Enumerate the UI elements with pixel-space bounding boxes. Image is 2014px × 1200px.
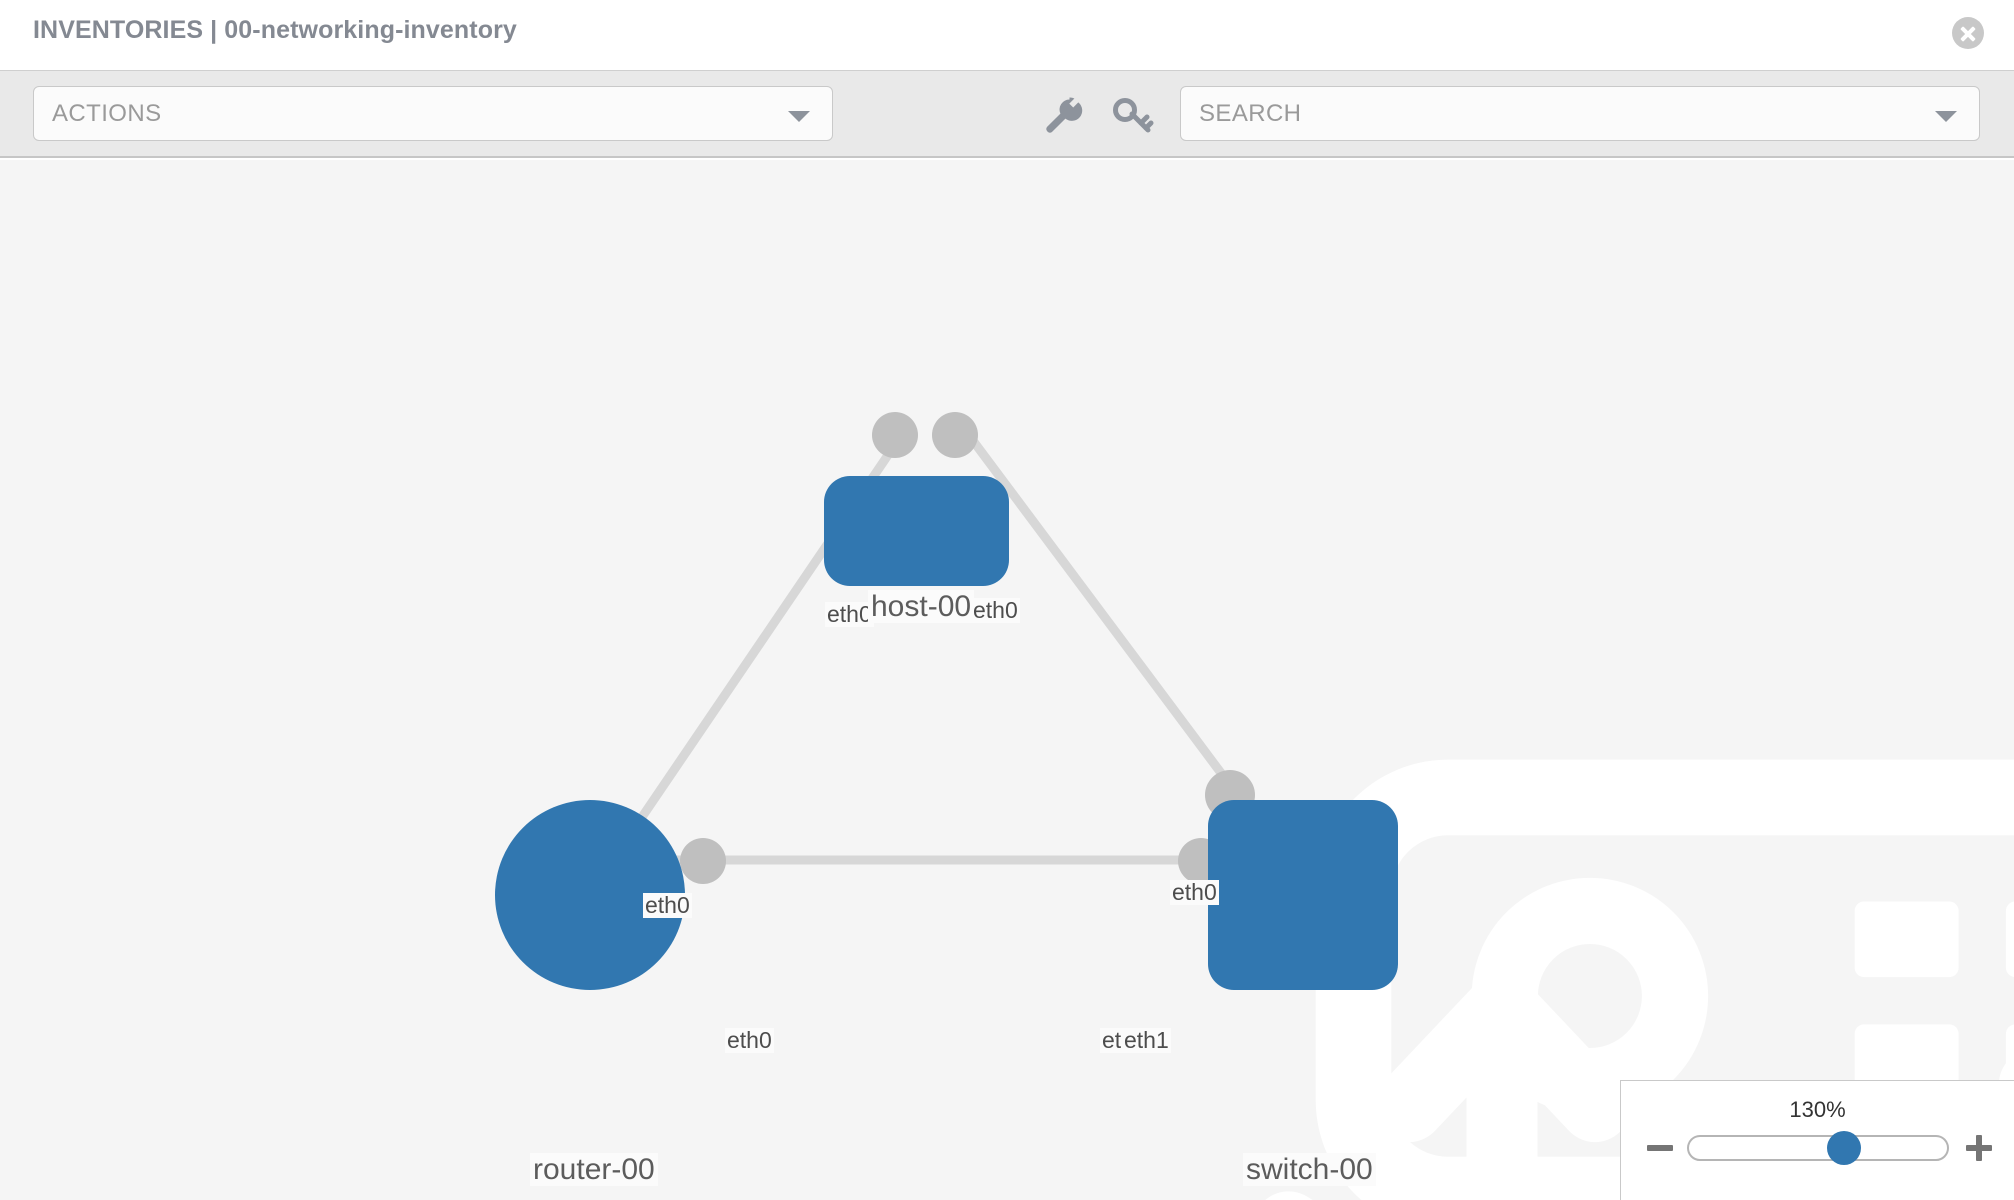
topology-node-host-00[interactable] [824,476,2014,1200]
topology-node-label-switch-00: switch-00 [1243,1153,1376,1186]
topology-node-label-host-00: host-00 [868,590,975,623]
zoom-level-value: 130% [1789,1097,1846,1122]
edge-label: eth1 [1122,1027,1171,1054]
edge-label: eth0 [725,1027,774,1054]
zoom-slider[interactable] [1687,1131,1949,1165]
page-header: INVENTORIES | 00-networking-inventory [0,0,2014,70]
connector-stub-router-right [680,838,726,884]
actions-dropdown-label: ACTIONS [52,100,162,127]
zoom-out-button[interactable] [1645,1133,1675,1163]
minus-icon [1647,1145,1673,1151]
chevron-down-icon [1935,111,1957,122]
edge-label: eth0 [825,601,874,628]
zoom-slider-thumb[interactable] [1826,1131,1861,1165]
router-arrows-icon [1265,972,1739,1200]
close-icon[interactable] [1952,17,1984,49]
toolbar: ACTIONS SEARCH [0,70,2014,158]
zoom-in-button[interactable] [1964,1133,1994,1163]
connector-stub-host-left [872,412,918,458]
actions-dropdown[interactable]: ACTIONS [33,86,833,141]
topology-canvas[interactable]: eth0 eth0 eth0 eth0 eth0 eth eth1 host-0… [0,160,2014,1200]
plus-icon-vertical [1976,1135,1982,1161]
edge-label: eth0 [1170,879,1219,906]
topology-node-switch-00[interactable] [1208,800,2014,1114]
page-title: INVENTORIES | 00-networking-inventory [33,16,517,44]
zoom-control-panel: 130% [1620,1080,2014,1200]
key-icon[interactable] [1110,93,1154,137]
search-input[interactable]: SEARCH [1180,86,1980,141]
connector-stub-host-right [932,412,978,458]
wrench-icon[interactable] [1040,93,1084,137]
search-placeholder: SEARCH [1199,100,1302,127]
edge-label: eth0 [971,597,1020,624]
topology-node-label-router-00: router-00 [530,1153,658,1186]
edge-host-switch [960,425,1235,790]
edge-label: eth0 [643,892,692,919]
chevron-down-icon [788,111,810,122]
